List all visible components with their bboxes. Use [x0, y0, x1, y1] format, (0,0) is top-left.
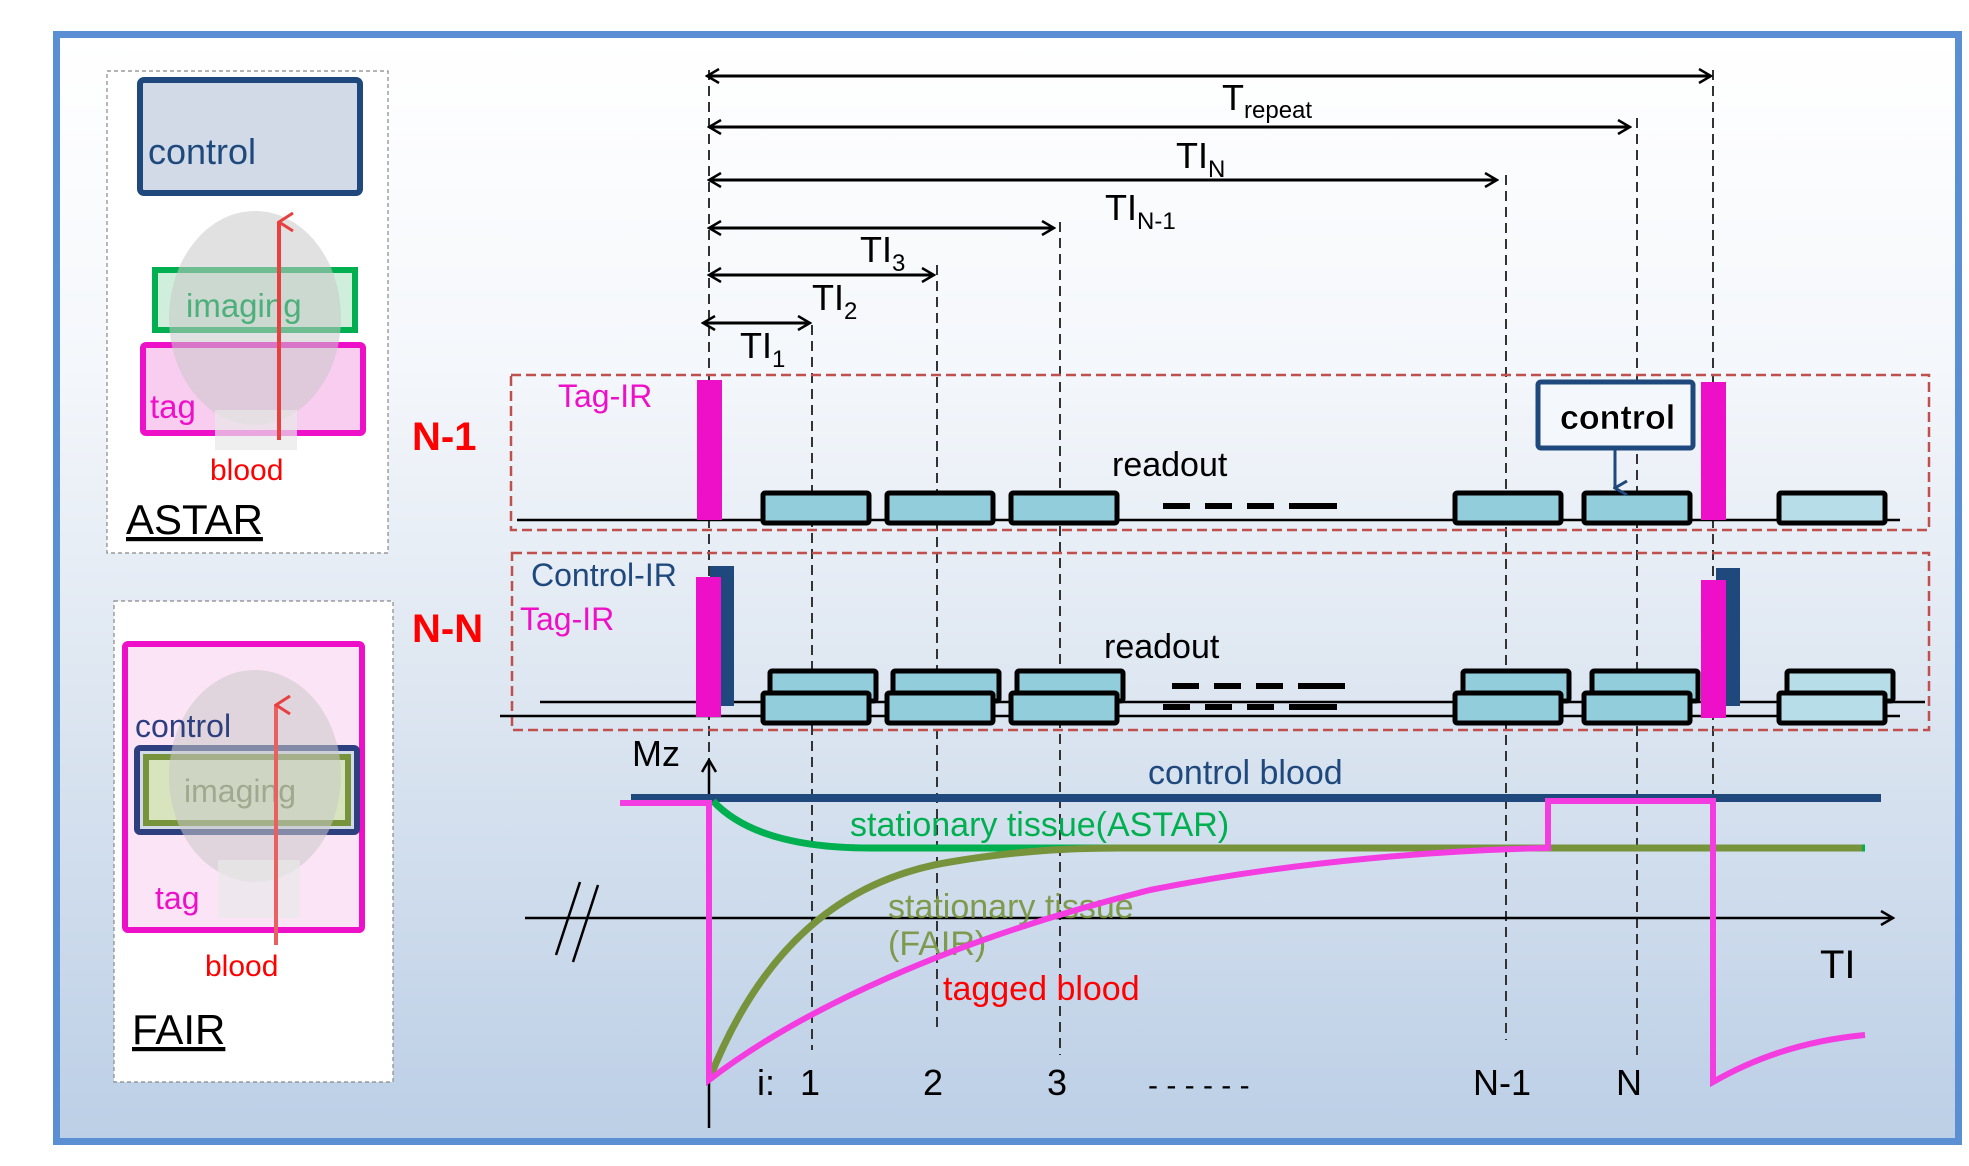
control-blood-label: control blood	[1148, 754, 1343, 792]
row-label-n-1: N-1	[412, 415, 476, 459]
readout-block-n	[1581, 490, 1693, 526]
fair-blood-label: blood	[205, 950, 278, 983]
n-1-readouts	[760, 490, 1888, 526]
tag-readout-3	[1008, 690, 1120, 726]
sequence-n-1-box	[509, 373, 1931, 532]
astar-blood-label: blood	[210, 454, 283, 487]
astar-tag-label: tag	[150, 388, 196, 425]
readout-indices: i: 1 2 3 - - - - - - N-1 N	[757, 1062, 1642, 1103]
readout-block-3	[1008, 490, 1120, 526]
fair-tag-label: tag	[155, 880, 199, 916]
n-n-readout-label: readout	[1104, 628, 1220, 666]
n-n-ellipsis-dashes	[1163, 683, 1345, 710]
fair-panel: control imaging tag blood FAIR	[113, 600, 394, 1083]
fair-imaging-label: imaging	[184, 773, 296, 809]
tag-readout-2	[884, 690, 996, 726]
astar-control-label: control	[148, 131, 256, 172]
tin-label: TIN	[1176, 135, 1225, 183]
astar-panel: control imaging tag blood ASTAR	[106, 70, 389, 554]
astar-head-icon	[169, 211, 341, 425]
ti1-label: TI1	[740, 325, 785, 373]
n-n-tag-ir-label: Tag-IR	[520, 601, 614, 637]
astar-imaging-label: imaging	[186, 287, 302, 324]
index-ellipsis: - - - - - -	[1148, 1069, 1250, 1102]
n-1-tag-ir-pulse	[697, 380, 722, 520]
sequence-n-n-box	[510, 551, 1931, 732]
index-1: 1	[800, 1062, 820, 1103]
fair-neck-icon	[218, 860, 300, 918]
trepeat-label: Trepeat	[1222, 77, 1312, 124]
readout-block-1	[760, 490, 872, 526]
astar-control-region	[137, 77, 363, 196]
fair-title: FAIR	[132, 1006, 225, 1053]
mz-axis-label: Mz	[632, 733, 680, 774]
n-n-tag-readouts	[760, 690, 1888, 726]
tag-readout-1	[760, 690, 872, 726]
n-n-next-tag-ir-pulse	[1701, 580, 1726, 718]
control-callout-box	[1535, 379, 1696, 451]
axis-break-icon	[554, 881, 600, 963]
tagged-blood-curve	[620, 798, 1866, 1088]
readout-block-next	[1776, 490, 1888, 526]
n-1-readout-label: readout	[1112, 446, 1228, 484]
mz-plot: Mz TI control blood stationary tissue(AS…	[525, 733, 1893, 1128]
astar-title: ASTAR	[126, 496, 263, 543]
n-1-tag-ir-label: Tag-IR	[558, 378, 652, 414]
index-n-1: N-1	[1473, 1062, 1531, 1103]
tin-1-label: TIN-1	[1105, 187, 1176, 235]
ti-axis-label: TI	[1820, 943, 1856, 987]
stationary-astar-curve	[710, 798, 1865, 852]
timing-labels: Trepeat TIN TIN-1 TI3 TI2 TI1	[740, 77, 1312, 373]
readout-block-n-1	[1452, 490, 1564, 526]
stationary-fair-curve	[705, 844, 1862, 1082]
index-prefix: i:	[757, 1062, 775, 1103]
ti3-label: TI3	[860, 229, 905, 277]
sequence-n-n: N-N Control-IR Tag-IR readout	[412, 551, 1931, 732]
tag-readout-n-1	[1452, 690, 1564, 726]
n-1-next-tag-ir-pulse	[1701, 382, 1726, 520]
n-n-control-ir-label: Control-IR	[531, 557, 677, 593]
tag-readout-n	[1581, 690, 1693, 726]
tagged-blood-label: tagged blood	[943, 970, 1140, 1008]
index-3: 3	[1047, 1062, 1067, 1103]
fair-head-icon	[169, 670, 341, 882]
timing-arrows	[703, 76, 1711, 323]
n-n-tag-ir-pulse	[696, 577, 721, 717]
ti2-label: TI2	[812, 277, 857, 325]
index-2: 2	[923, 1062, 943, 1103]
tag-readout-next	[1776, 690, 1888, 726]
stationary-astar-label: stationary tissue(ASTAR)	[850, 806, 1229, 844]
fair-control-label: control	[135, 708, 231, 744]
control-callout-label: control	[1560, 399, 1675, 437]
row-label-n-n: N-N	[412, 607, 483, 651]
sequence-n-1: N-1 Tag-IR readout control	[412, 373, 1931, 532]
index-n: N	[1616, 1062, 1642, 1103]
astar-neck-icon	[215, 410, 297, 450]
readout-block-2	[884, 490, 996, 526]
